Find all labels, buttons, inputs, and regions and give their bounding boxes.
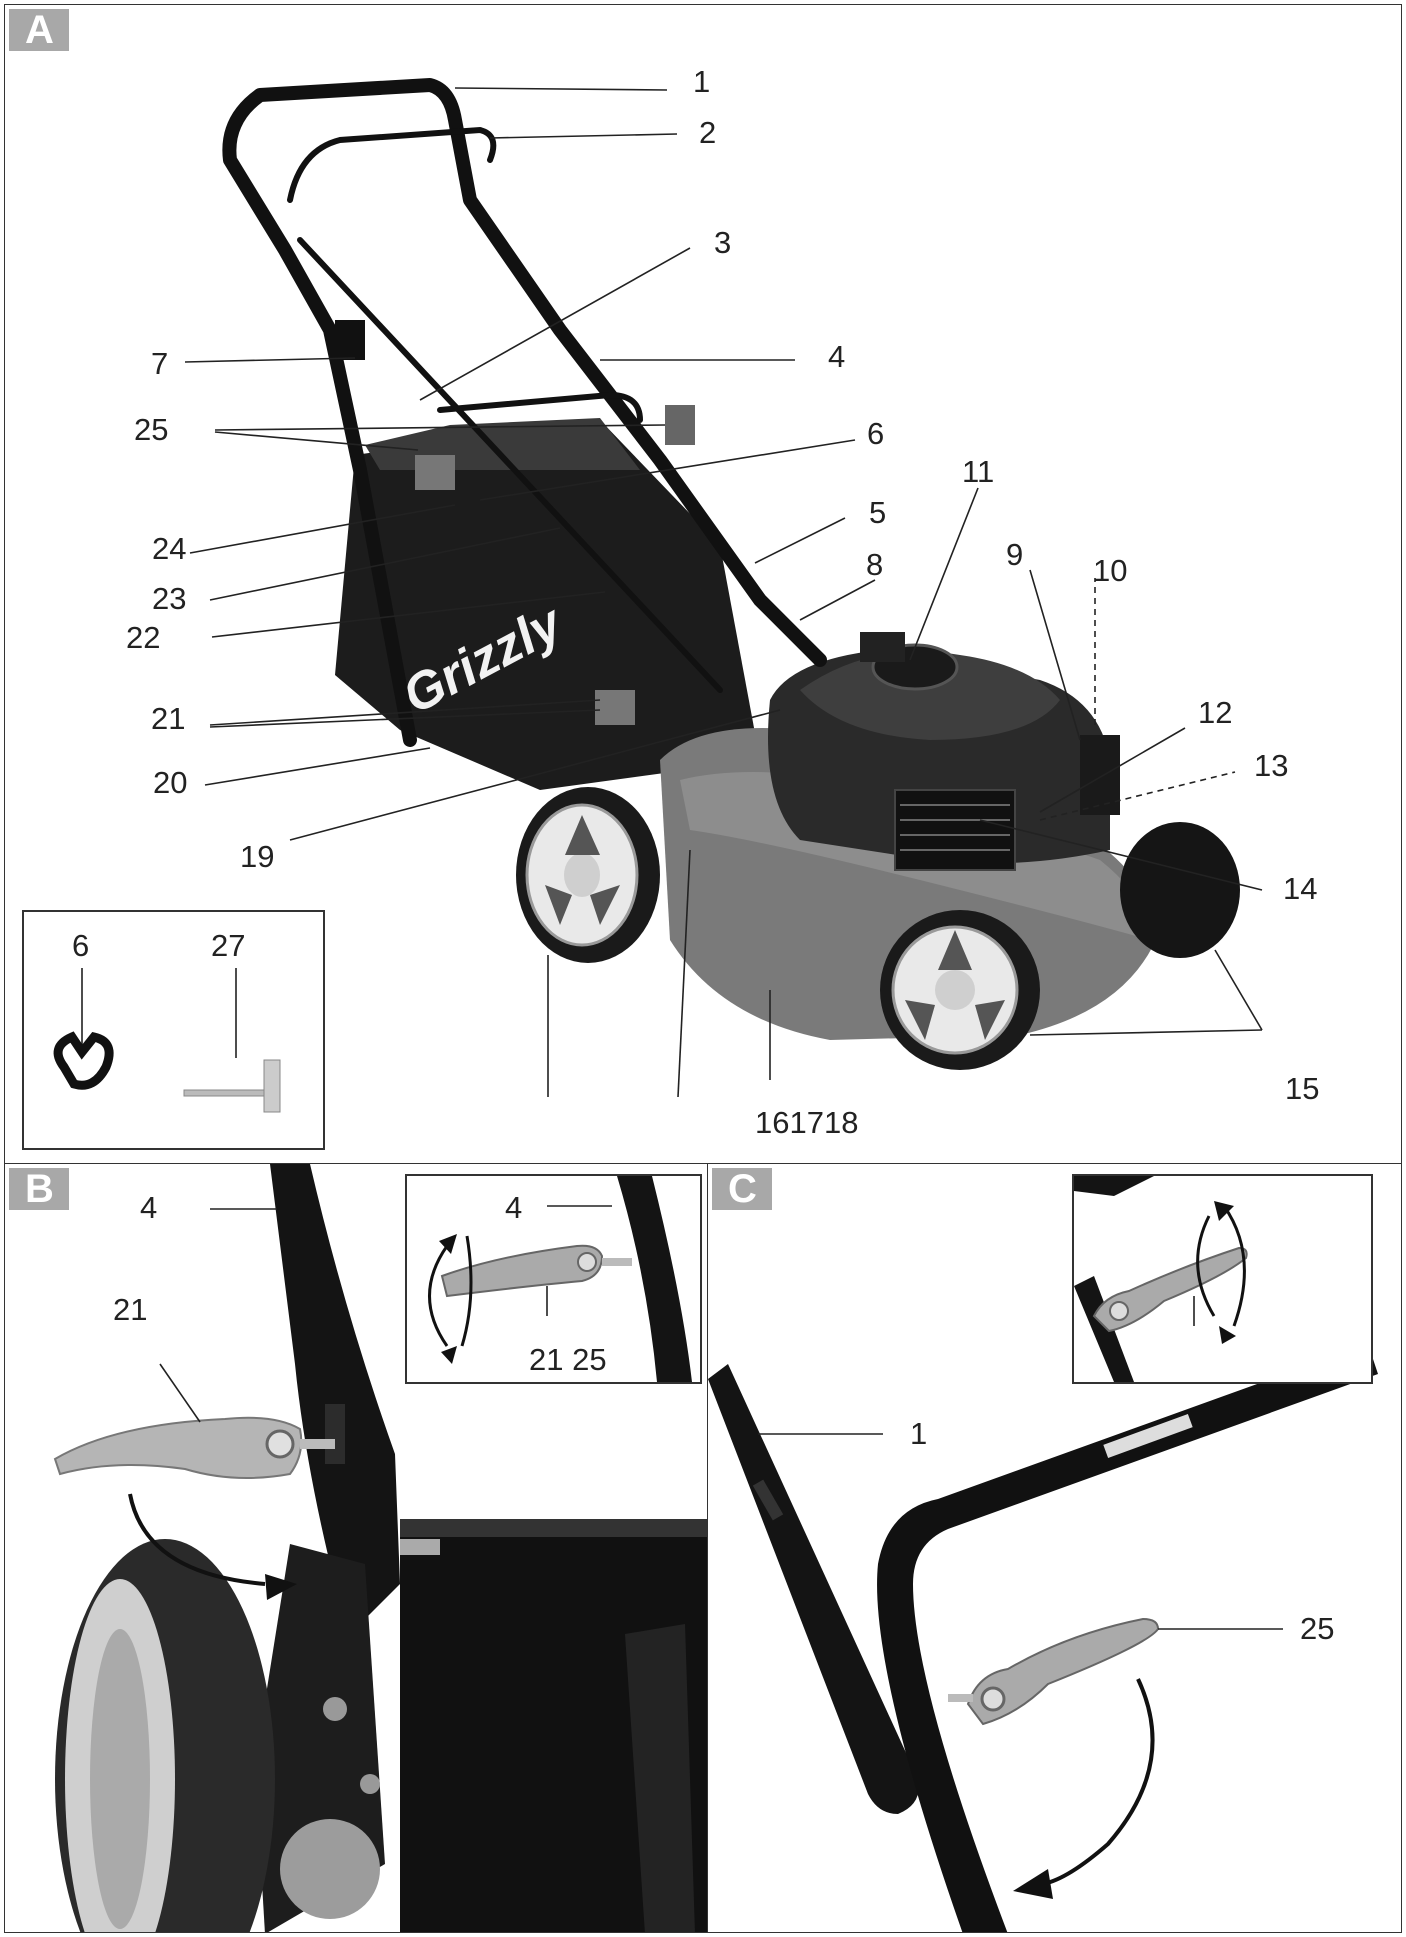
callout-4: 4 [828,339,846,374]
bidirectional-arrow-icon [1222,1205,1246,1327]
accessory-drawings [53,968,281,1113]
callout-25: 25 [134,412,169,447]
callout-9: 9 [1006,537,1024,572]
panel-b-photo [53,1164,707,1932]
callout-14: 14 [1283,871,1318,906]
panel-c-photo [708,1344,1378,1932]
accessory-label-27: 27 [211,928,246,963]
panel-b: B 4 21 [4,1163,708,1933]
tool-key-icon [183,1059,281,1113]
callout-10: 10 [1093,553,1128,588]
quick-release-lever-21 [53,1416,335,1479]
callout-3: 3 [714,225,732,260]
panel-a-tag: A [9,8,69,52]
wheel-front-right [1120,822,1240,958]
lower-handle-tube [708,1364,919,1814]
panel-b-inset: 4 21 25 [405,1174,702,1384]
panel-c: C 1 25 [707,1163,1402,1933]
bidirectional-arrow-icon [428,1245,449,1347]
panel-c-label-1: 1 [910,1416,928,1451]
handle-tube [270,1164,400,1624]
panel-b-label-21: 21 [113,1292,148,1327]
callout-12: 12 [1198,695,1233,730]
panel-b-inset-drawing [428,1176,692,1382]
callout-2: 2 [699,115,717,150]
clip-part-icon [53,1031,114,1090]
callout-8: 8 [866,547,884,582]
callout-24: 24 [152,531,187,566]
panel-c-tag: C [712,1167,772,1211]
wheel-front-left [880,910,1040,1070]
callout-7: 7 [151,346,169,381]
rear-wheel [55,1539,275,1932]
quick-release-lever-25 [948,1617,1160,1726]
panel-c-inset [1072,1174,1373,1384]
handlebar [222,78,827,747]
callout-13: 13 [1254,748,1289,783]
callout-21: 21 [151,701,186,736]
callout-1: 1 [693,64,711,99]
callout-11: 11 [962,454,995,489]
callout-23: 23 [152,581,187,616]
handle-knob [280,1819,380,1919]
callout-19: 19 [240,839,275,874]
callout-5: 5 [869,495,887,530]
wheel-rear-left [516,787,660,963]
rotation-arrow-icon [128,1493,266,1586]
accessory-label-6: 6 [72,928,90,963]
callout-20: 20 [153,765,188,800]
callout-6: 6 [867,416,885,451]
callout-16-17-18: 161718 [755,1105,859,1140]
panel-b-tag: B [9,1167,69,1211]
panel-b-label-4: 4 [140,1190,158,1225]
accessory-inset: 6 27 [22,910,325,1150]
upper-handle-loop [877,1344,1378,1932]
panel-c-inset-drawing [1074,1176,1248,1382]
rotation-arrow-icon [1042,1678,1155,1886]
panel-b-inset-label-4: 4 [505,1190,523,1225]
callout-22: 22 [126,620,161,655]
panel-b-inset-label-21-25: 21 25 [529,1342,607,1377]
panel-c-label-25: 25 [1300,1611,1335,1646]
grass-bag [335,420,760,790]
callout-15: 15 [1285,1071,1320,1106]
